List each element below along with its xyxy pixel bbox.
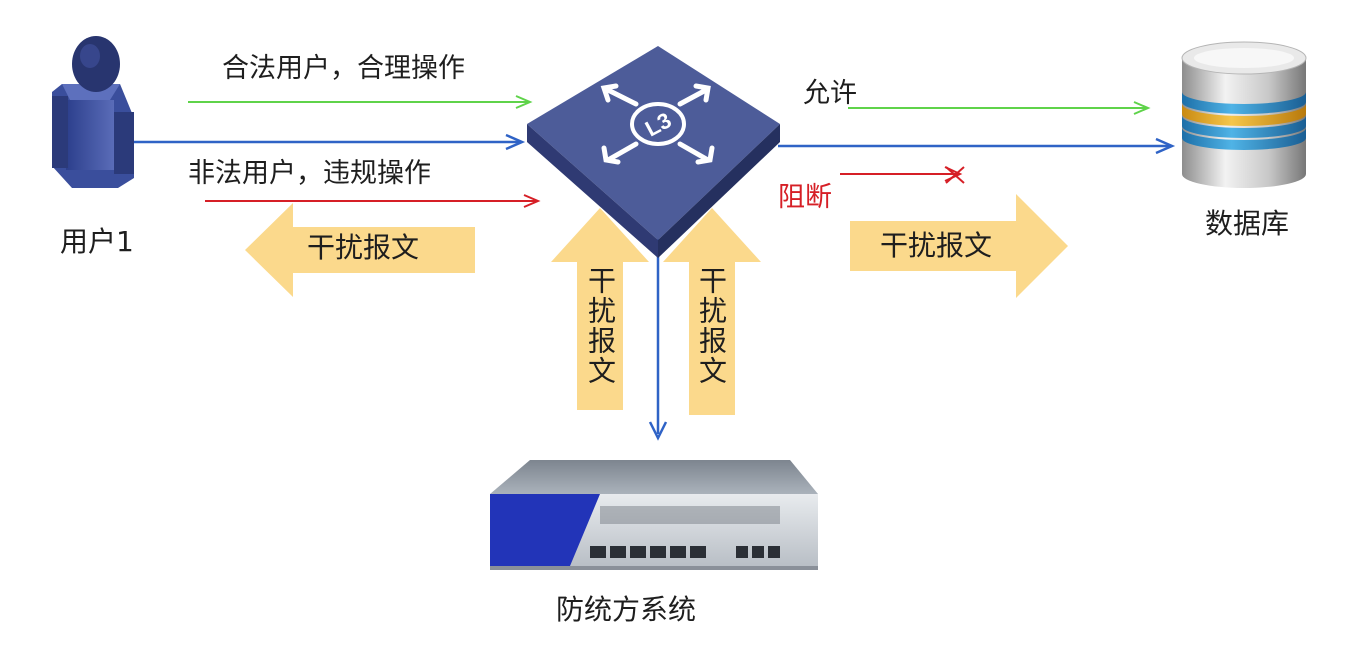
database-label: 数据库 [1205,207,1290,240]
interference-up2-label: 干扰报文 [695,266,728,386]
interference-left-label: 干扰报文 [307,231,420,264]
block-label: 阻断 [778,182,832,213]
legal-flow-arrow [188,95,533,109]
interference-arrow-right [850,194,1068,298]
appliance-icon [490,460,818,570]
l3-switch-icon: L3 [527,46,780,258]
mirror-link [648,238,668,441]
illegal-flow-arrow [205,194,541,208]
appliance-label: 防统方系统 [556,593,697,626]
user-icon [52,36,134,188]
interference-arrow-up-2 [663,208,761,415]
switch-to-database-link [778,137,1176,155]
interference-up1-label: 干扰报文 [584,266,617,386]
illegal-flow-label: 非法用户，违规操作 [188,158,431,189]
legal-flow-label: 合法用户，合理操作 [222,53,465,84]
user-label: 用户1 [60,225,134,258]
allow-flow-arrow [848,101,1151,115]
allow-label: 允许 [803,78,857,109]
interference-right-label: 干扰报文 [880,229,993,262]
database-icon [1181,41,1307,188]
interference-arrow-left [245,203,475,297]
interference-arrow-up-1 [551,208,649,410]
user-to-switch-link [132,133,526,151]
blocked-flow-arrow [840,166,965,184]
